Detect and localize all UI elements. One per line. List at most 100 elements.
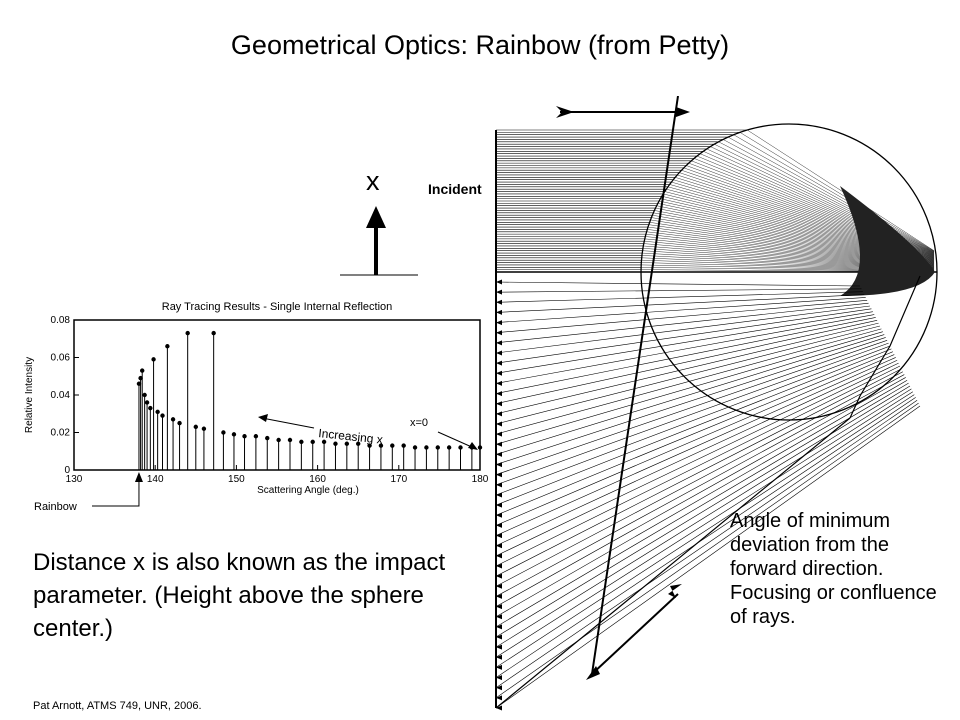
stem-point <box>446 445 452 450</box>
y-axis-label: Relative Intensity <box>24 357 35 433</box>
scattered-ray <box>495 331 883 445</box>
ray-arrowhead <box>496 512 502 518</box>
scattered-ray <box>495 368 902 577</box>
plot-frame <box>73 319 481 471</box>
scattered-ray <box>495 340 888 475</box>
x-zero-arrow <box>437 431 475 449</box>
ray-arrowhead <box>496 482 502 488</box>
stem-point <box>148 405 153 411</box>
x-zero-arrowhead <box>468 442 478 450</box>
ray-arrowhead <box>496 289 502 295</box>
ray-arrowhead <box>496 695 502 701</box>
stem-point <box>287 437 293 443</box>
stem-point <box>477 445 483 450</box>
stem-point <box>201 426 207 431</box>
stem-point <box>253 434 259 439</box>
y-tick-label: 0.06 <box>51 353 71 364</box>
scattered-ray <box>495 337 886 465</box>
stem-point <box>344 441 350 446</box>
caustic-fan <box>840 186 935 296</box>
ray-arrowhead <box>496 441 502 447</box>
ray-arrowhead <box>496 340 502 346</box>
stem-point <box>265 435 270 441</box>
stem-point <box>367 443 372 448</box>
ray-arrowhead <box>496 533 502 539</box>
ray-arrowhead <box>496 370 502 376</box>
ray-arrowhead <box>496 583 502 589</box>
stem-point <box>144 400 150 405</box>
ray-arrowhead <box>496 644 502 650</box>
scattered-ray <box>495 380 908 617</box>
scattered-ray <box>495 302 869 344</box>
stem-point <box>185 330 190 336</box>
ray-arrowhead <box>496 492 502 498</box>
stem-point <box>242 434 247 439</box>
ray-bundle <box>495 129 937 711</box>
stem-point <box>333 441 338 446</box>
scattered-ray <box>495 385 911 638</box>
ray-arrowhead <box>496 462 502 468</box>
ray-arrowhead <box>496 563 502 569</box>
rainbow-ray-path <box>849 275 921 419</box>
ray-arrowhead <box>496 421 502 427</box>
internal-ray <box>739 132 935 252</box>
stem-point <box>138 375 143 381</box>
ray-arrowhead <box>496 350 502 356</box>
x-zero-annotation: x=0 <box>410 417 428 429</box>
scattered-ray <box>495 394 915 668</box>
internal-ray <box>733 134 935 252</box>
scattered-ray <box>495 374 905 597</box>
ray-arrowhead <box>496 664 502 670</box>
scattered-arrow-icon <box>586 96 682 680</box>
scattered-ray <box>495 391 914 658</box>
scattered-ray <box>495 342 889 486</box>
ray-arrowhead <box>496 705 502 711</box>
incident-arrow-icon <box>556 106 690 118</box>
ray-arrowhead <box>496 573 502 579</box>
stem-point <box>231 432 237 437</box>
scattered-ray <box>495 405 921 709</box>
scattered-ray <box>495 402 919 699</box>
scattered-ray <box>495 288 862 293</box>
ray-tracing-chart: Ray Tracing Results - Single Internal Re… <box>24 301 489 513</box>
stem-point <box>193 424 198 430</box>
scattered-ray <box>495 322 879 415</box>
scattered-ray <box>495 382 909 628</box>
y-tick-label: 0.04 <box>51 390 71 401</box>
stem-point <box>424 445 429 450</box>
x-tick-label: 140 <box>147 474 164 485</box>
ray-arrowhead <box>496 502 502 508</box>
minimum-deviation-note: Angle of minimum deviation from the forw… <box>730 510 937 628</box>
ray-arrowhead <box>496 299 502 305</box>
stem-point <box>435 445 440 450</box>
ray-arrowhead <box>496 360 502 366</box>
internal-ray <box>728 136 935 252</box>
scattered-ray <box>495 305 871 354</box>
impact-parameter-label: x <box>366 166 380 196</box>
scattered-ray <box>495 319 878 405</box>
stem-point <box>177 420 182 426</box>
stem-point <box>142 392 147 398</box>
stem-point <box>165 344 170 349</box>
x-tick-label: 130 <box>66 474 83 485</box>
ray-arrowhead <box>496 654 502 660</box>
scattered-ray <box>495 299 868 334</box>
stem-point <box>140 368 145 373</box>
ray-arrowhead <box>496 431 502 437</box>
x-tick-label: 150 <box>228 474 245 485</box>
ray-arrowhead <box>496 451 502 457</box>
impact-parameter-description: Distance x is also known as the impact p… <box>33 549 446 642</box>
ray-arrowhead <box>496 330 502 336</box>
scattered-ray <box>495 281 861 287</box>
stem-point <box>160 413 165 418</box>
rainbow-ray <box>495 417 851 709</box>
increasing-x-annotation: Increasing x <box>318 426 384 447</box>
ray-arrowhead <box>496 320 502 326</box>
stem-point <box>401 443 406 448</box>
scattered-ray <box>495 400 918 688</box>
stem-point <box>299 439 304 445</box>
ray-arrowhead <box>496 553 502 559</box>
scattered-ray <box>495 348 892 506</box>
ray-arrowhead <box>496 593 502 599</box>
ray-arrowhead <box>496 543 502 549</box>
